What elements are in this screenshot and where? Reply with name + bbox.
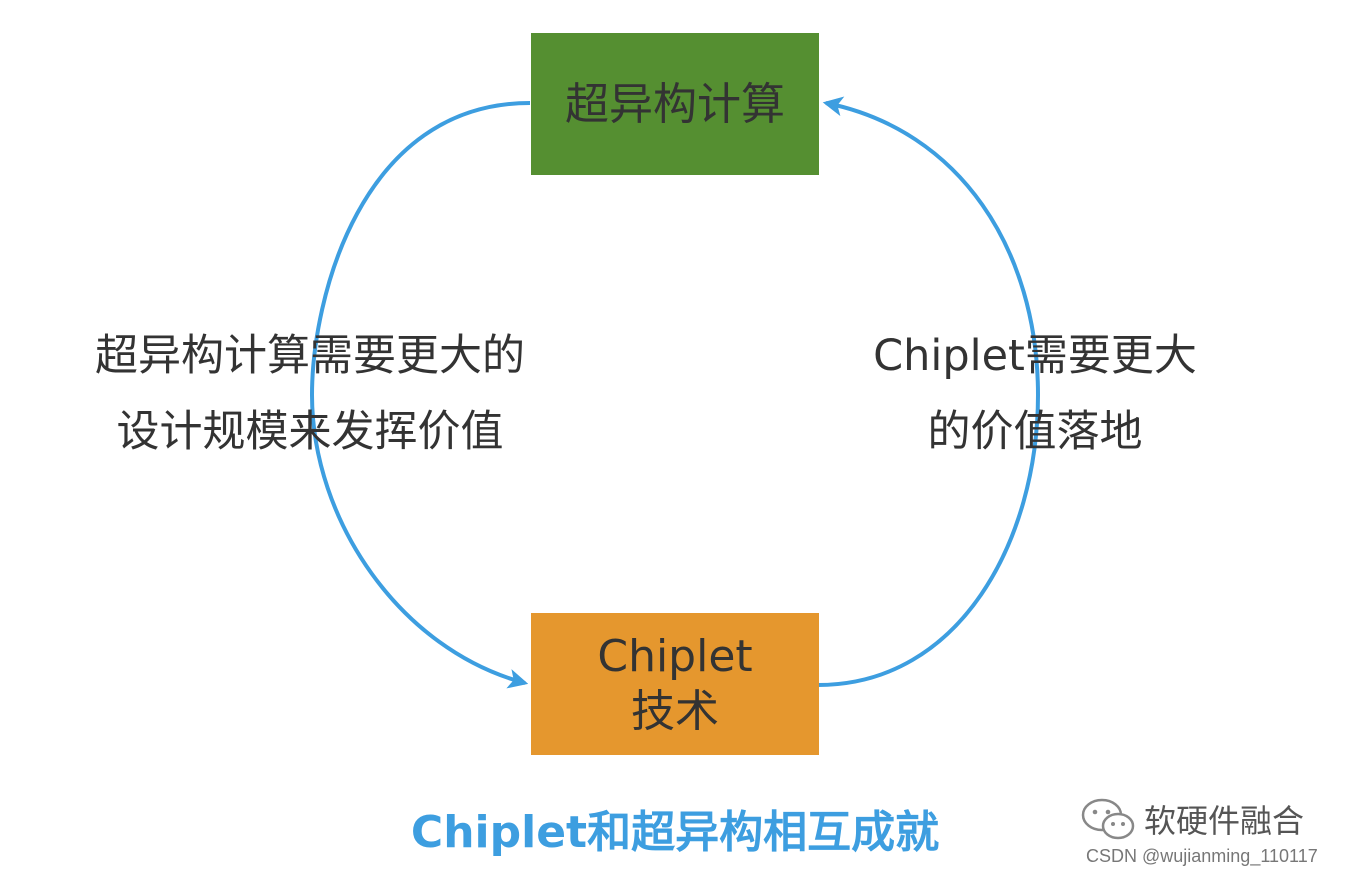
watermark-account: 软硬件融合	[1144, 802, 1305, 840]
node-top-label: 超异构计算	[565, 78, 785, 130]
wechat-icon	[1081, 798, 1135, 840]
diagram-caption: Chiplet和超异构相互成就	[410, 807, 940, 858]
left-edge-line1: 超异构计算需要更大的	[95, 331, 525, 381]
node-bottom-line2: 技术	[631, 686, 719, 737]
node-bottom-line1: Chiplet	[597, 631, 753, 682]
node-chiplet-technology: Chiplet 技术	[531, 613, 819, 755]
right-edge-label: Chiplet需要更大 的价值落地	[830, 318, 1240, 470]
left-edge-line2: 设计规模来发挥价值	[116, 407, 504, 457]
wechat-watermark: 软硬件融合	[1080, 796, 1304, 842]
left-edge-label: 超异构计算需要更大的 设计规模来发挥价值	[40, 318, 580, 470]
right-edge-line1: Chiplet需要更大	[873, 331, 1197, 381]
right-arrow	[817, 96, 1041, 687]
csdn-credit: CSDN @wujianming_110117	[1086, 846, 1318, 866]
node-heterogeneous-computing: 超异构计算	[531, 33, 819, 175]
left-arrow	[309, 101, 531, 689]
right-edge-line2: 的价值落地	[927, 407, 1143, 457]
